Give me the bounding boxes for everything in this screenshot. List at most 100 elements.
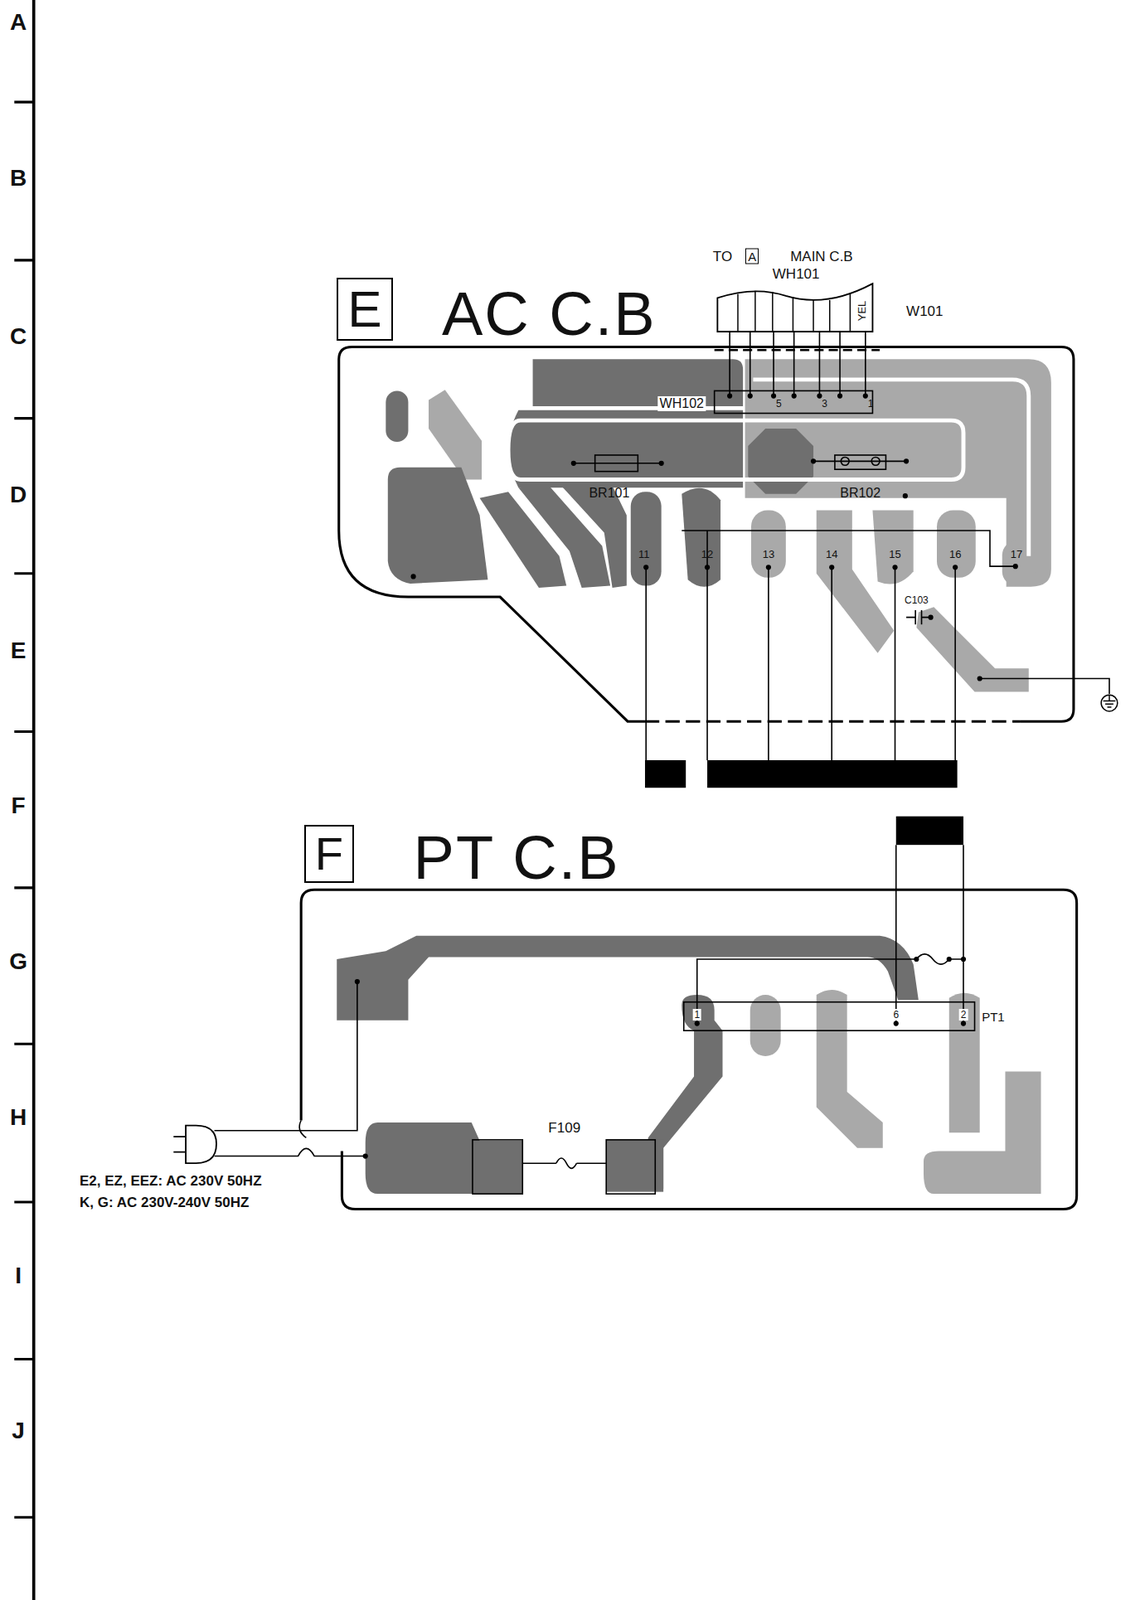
trace-gap	[508, 420, 964, 480]
connector-housing	[717, 283, 873, 332]
part-name: C103	[904, 595, 929, 606]
pin-number: 13	[762, 548, 775, 560]
copper-trace	[816, 989, 883, 1149]
solder-dot	[771, 392, 777, 398]
pin-number: 12	[701, 548, 714, 560]
ground-symbol	[1103, 694, 1116, 708]
pin-number: 15	[888, 548, 901, 560]
wire	[214, 844, 976, 1194]
grid-letter: B	[9, 166, 27, 190]
grid-letter: F	[11, 794, 26, 818]
wire	[214, 1148, 369, 1156]
pin-number: 1	[692, 1009, 702, 1021]
wire	[916, 954, 949, 965]
part-name: PT1	[981, 1010, 1005, 1024]
pin-number: 3	[821, 398, 828, 409]
wire	[606, 1140, 655, 1194]
board-edge-gap	[645, 719, 1021, 724]
board-reference: MAIN C.B	[790, 248, 854, 263]
supply-note: K, G: AC 230V-240V 50HZ	[79, 1195, 249, 1210]
grid-letter: A	[9, 10, 27, 34]
solder-dot	[863, 392, 869, 398]
pin-number: 2	[959, 1009, 969, 1021]
solder-dot	[928, 615, 934, 621]
trace-gap	[752, 379, 1029, 557]
solder-dot	[659, 460, 665, 466]
wire	[522, 1162, 607, 1165]
trace-gap	[508, 379, 1029, 557]
supply-note: E2, EZ, EEZ: AC 230V 50HZ	[79, 1173, 262, 1189]
wire	[684, 1002, 976, 1031]
solder-dot	[913, 956, 919, 962]
copper-trace-dark	[747, 428, 814, 495]
connector-housing	[737, 291, 850, 332]
part-name: BR102	[839, 486, 881, 500]
solder-dot	[902, 493, 908, 499]
solder-dot	[363, 1153, 369, 1159]
grid-letter: G	[9, 950, 28, 974]
copper-trace	[872, 509, 913, 584]
solder-dot	[816, 392, 822, 398]
ribbon-connector	[645, 760, 958, 788]
wire	[681, 530, 1015, 567]
ground-symbol	[1101, 694, 1118, 712]
solder-dot	[791, 392, 797, 398]
pin-number: 11	[638, 548, 651, 560]
copper-trace-dark	[385, 390, 408, 442]
wire	[729, 331, 866, 397]
copper-trace	[428, 358, 1052, 692]
solder-dot	[410, 573, 416, 579]
board-title: PT C.B	[413, 827, 621, 889]
mains-plug	[173, 1125, 217, 1165]
solder-dot	[829, 564, 835, 570]
mains-plug	[185, 1125, 217, 1165]
board-reference: TO	[713, 248, 733, 263]
solder-dot	[727, 392, 733, 398]
pin-number: 14	[825, 548, 838, 560]
board-letter: E	[336, 277, 393, 341]
board-reference: A	[745, 247, 759, 264]
grid-letter: I	[14, 1264, 22, 1288]
pin-number: 5	[776, 398, 782, 409]
solder-dot	[354, 979, 360, 985]
copper-trace-dark	[561, 485, 627, 588]
solder-dot	[704, 564, 710, 570]
grid-letter: D	[9, 483, 27, 507]
solder-dot	[643, 564, 649, 570]
copper-trace-dark	[365, 1122, 524, 1194]
pin-number: 6	[891, 1009, 901, 1021]
grid-letter: E	[10, 639, 27, 663]
connector-name: WH102	[658, 396, 706, 412]
solder-dot	[893, 1020, 899, 1026]
pt-board	[173, 816, 1077, 1210]
wire	[811, 460, 909, 463]
copper-trace	[745, 358, 1052, 587]
solder-dot	[354, 956, 966, 1160]
wire	[595, 455, 639, 472]
copper-trace	[751, 509, 786, 578]
circuit-board: EAC C.B	[336, 273, 1077, 725]
wire	[906, 610, 932, 625]
copper-trace-dark	[385, 358, 814, 588]
grid-letter: C	[9, 325, 27, 349]
solder-dot	[977, 675, 983, 681]
wire	[571, 331, 1110, 761]
solder-dot	[410, 392, 1018, 681]
board-outline	[300, 889, 1077, 1209]
ground-symbol	[1101, 694, 1118, 712]
wire	[697, 959, 964, 1024]
pin-number: 1	[868, 398, 874, 409]
solder-dot	[946, 956, 952, 962]
pin-number: 17	[1010, 548, 1023, 560]
solder-dot	[952, 564, 958, 570]
connector-name: WH101	[772, 266, 820, 281]
grid-letter: J	[11, 1419, 25, 1443]
board-letter: F	[304, 824, 355, 883]
wire	[714, 349, 880, 351]
copper-trace-dark	[681, 488, 721, 587]
ribbon-connector	[707, 760, 958, 788]
copper-trace-dark	[533, 358, 744, 407]
connector-housing	[717, 283, 873, 332]
